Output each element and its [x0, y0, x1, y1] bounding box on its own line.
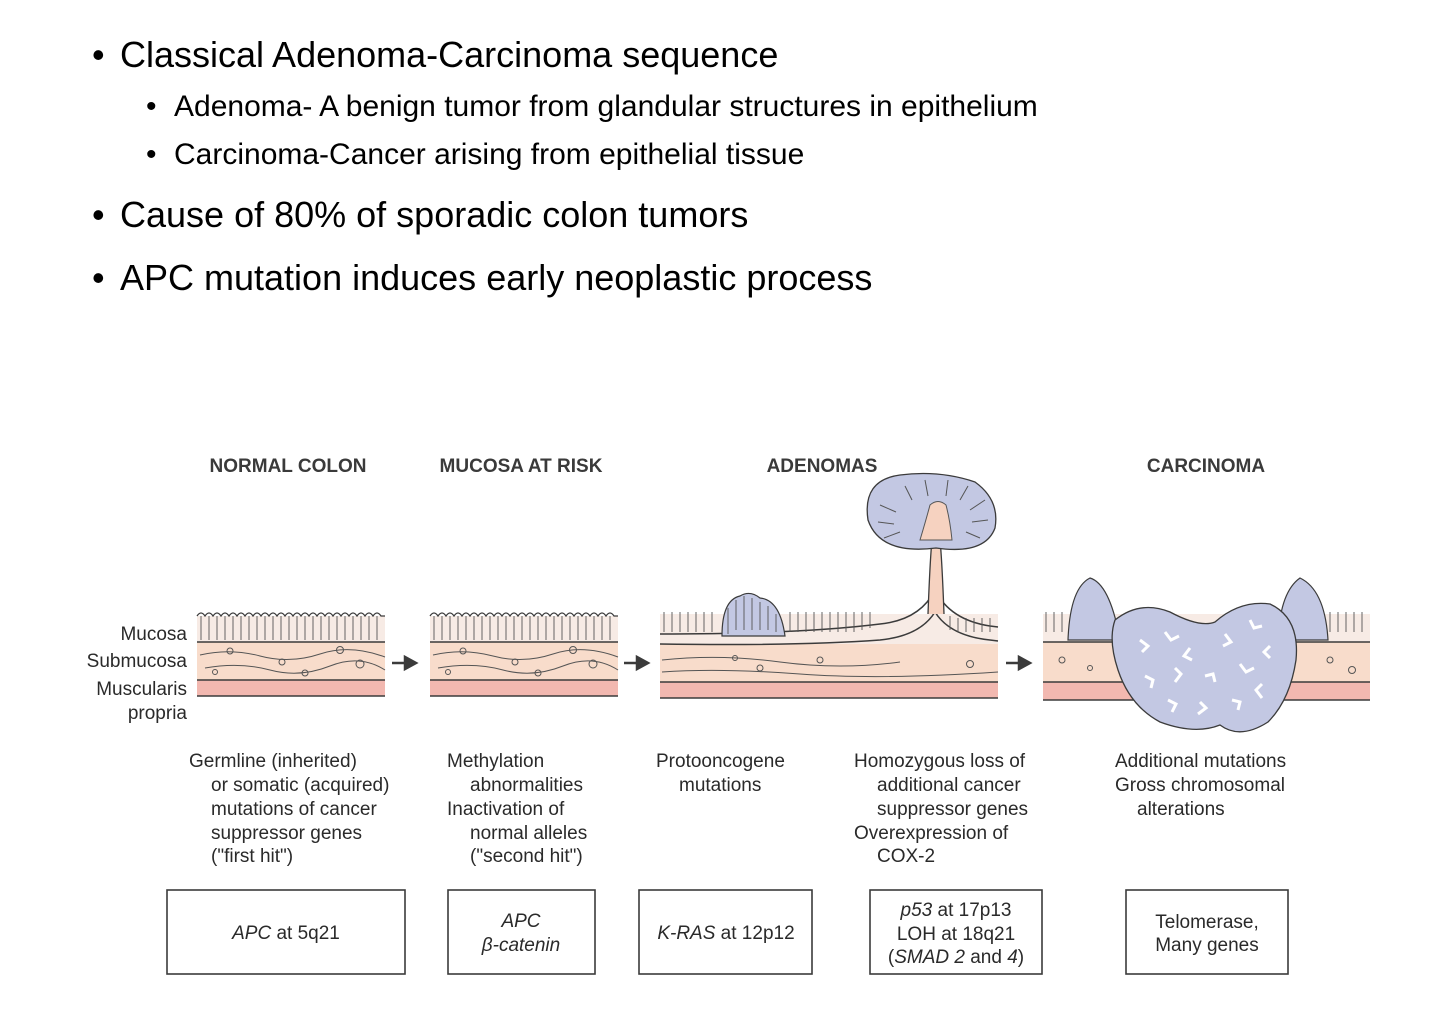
gene-box-apc-beta-catenin: APC β-catenin: [447, 889, 596, 975]
paren: ): [1018, 947, 1024, 968]
arrow-icon: [624, 654, 651, 672]
description-homozygous-loss: Homozygous loss of additional cancer sup…: [854, 751, 1028, 867]
conjunction: and: [965, 947, 1007, 968]
description-line: normal alleles: [470, 823, 587, 844]
gene-box-text: APC at 5q21: [231, 923, 340, 944]
gene-box-text: p53 at 17p13: [900, 900, 1012, 921]
bullet-text: APC mutation induces early neoplastic pr…: [120, 257, 873, 298]
arrow-icon: [392, 654, 419, 672]
stage-title-normal: NORMAL COLON: [210, 456, 367, 477]
description-line: Germline (inherited): [189, 751, 357, 772]
gene-box-apc: APC at 5q21: [166, 889, 406, 975]
tissue-adenomas: [659, 472, 999, 699]
description-line: suppressor genes: [211, 823, 362, 844]
label-muscularis: Muscularis: [96, 679, 187, 700]
paren: (: [888, 947, 895, 968]
gene-box-p53: p53 at 17p13 LOH at 18q21 (SMAD 2 and 4): [869, 889, 1043, 975]
stage-title-mucosa-at-risk: MUCOSA AT RISK: [440, 456, 603, 477]
description-line: additional cancer: [877, 775, 1021, 796]
description-line: suppressor genes: [877, 799, 1028, 820]
description-line: or somatic (acquired): [211, 775, 389, 796]
bullet-item: • Cause of 80% of sporadic colon tumors: [92, 194, 748, 236]
bullet-dot-icon: •: [92, 257, 105, 298]
adenoma-carcinoma-diagram: NORMAL COLON MUCOSA AT RISK ADENOMAS CAR…: [87, 456, 1370, 975]
gene-name: β-catenin: [481, 935, 560, 956]
stage-title-adenomas: ADENOMAS: [767, 456, 878, 477]
description-protooncogene: Protooncogene mutations: [656, 751, 785, 796]
bullet-text: Carcinoma-Cancer arising from epithelial…: [174, 138, 805, 171]
tissue-normal-colon: [196, 612, 386, 697]
bullet-item: • Adenoma- A benign tumor from glandular…: [146, 90, 1038, 124]
description-line: Protooncogene: [656, 751, 785, 772]
gene-box-text: LOH at 18q21: [897, 924, 1015, 945]
bullet-item: • Carcinoma-Cancer arising from epitheli…: [146, 138, 804, 172]
description-line: Overexpression of: [854, 823, 1009, 844]
label-submucosa: Submucosa: [87, 651, 188, 672]
bullet-dot-icon: •: [92, 34, 105, 75]
gene-box-telomerase: Telomerase, Many genes: [1125, 889, 1289, 975]
arrow-icon: [1006, 654, 1033, 672]
gene-locus: at 12p12: [715, 923, 794, 944]
label-mucosa: Mucosa: [120, 624, 187, 645]
description-line: ("second hit"): [470, 846, 583, 867]
bullet-dot-icon: •: [146, 90, 157, 123]
description-line: Homozygous loss of: [854, 751, 1026, 772]
gene-name: SMAD 2: [894, 947, 965, 968]
description-line: abnormalities: [470, 775, 583, 796]
gene-locus: at 5q21: [271, 923, 340, 944]
gene-box-text: Telomerase,: [1155, 912, 1259, 933]
bullet-item: • Classical Adenoma-Carcinoma sequence: [92, 34, 778, 76]
description-mucosa-at-risk: Methylation abnormalities Inactivation o…: [447, 751, 587, 867]
tissue-mucosa-at-risk: [429, 612, 619, 697]
description-carcinoma: Additional mutations Gross chromosomal a…: [1115, 751, 1286, 820]
bullet-dot-icon: •: [146, 138, 157, 171]
gene-box-kras: K-RAS at 12p12: [638, 889, 813, 975]
gene-name: K-RAS: [657, 923, 715, 944]
label-propria: propria: [128, 703, 188, 724]
gene-name: p53: [900, 900, 933, 921]
gene-box-text: (SMAD 2 and 4): [888, 947, 1024, 968]
gene-box-text: Many genes: [1155, 935, 1259, 956]
description-line: Inactivation of: [447, 799, 565, 820]
bullet-item: • APC mutation induces early neoplastic …: [92, 257, 872, 299]
stage-title-carcinoma: CARCINOMA: [1147, 456, 1265, 477]
gene-locus: at 17p13: [932, 900, 1011, 921]
description-normal: Germline (inherited) or somatic (acquire…: [189, 751, 389, 867]
description-line: Methylation: [447, 751, 544, 772]
description-line: mutations: [679, 775, 761, 796]
gene-name: APC: [231, 923, 271, 944]
gene-box-text: K-RAS at 12p12: [657, 923, 794, 944]
description-line: ("first hit"): [211, 846, 293, 867]
bullet-dot-icon: •: [92, 194, 105, 235]
description-line: COX-2: [877, 846, 935, 867]
bullet-text: Classical Adenoma-Carcinoma sequence: [120, 34, 779, 75]
tissue-carcinoma: [1043, 577, 1370, 733]
description-line: alterations: [1137, 799, 1225, 820]
gene-name: 4: [1007, 947, 1018, 968]
bullet-text: Adenoma- A benign tumor from glandular s…: [174, 90, 1038, 123]
gene-name: APC: [500, 911, 540, 932]
bullet-text: Cause of 80% of sporadic colon tumors: [120, 194, 749, 235]
description-line: Additional mutations: [1115, 751, 1286, 772]
description-line: mutations of cancer: [211, 799, 377, 820]
description-line: Gross chromosomal: [1115, 775, 1285, 796]
